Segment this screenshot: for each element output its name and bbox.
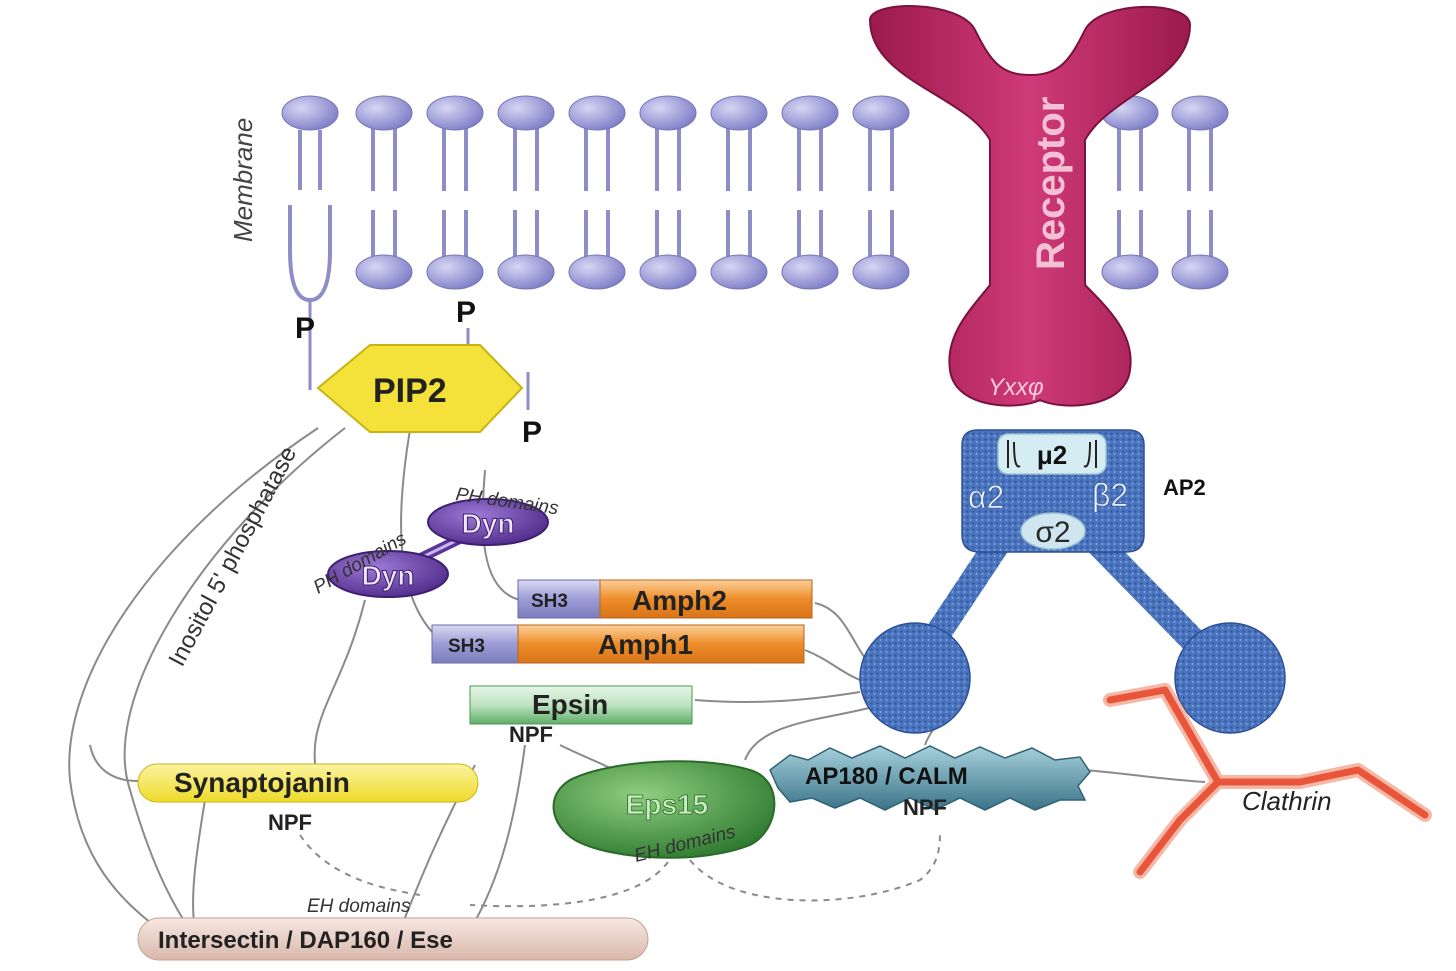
epsin-npf-label: NPF (509, 722, 553, 747)
eps15-blob: Eps15 (552, 760, 776, 859)
lipid-tail (655, 127, 681, 191)
eps15-label: Eps15 (626, 789, 709, 820)
epsin-bar: Epsin (469, 685, 693, 725)
lipid-head (426, 95, 484, 131)
lipid-head (710, 95, 768, 131)
ap2-complex: μ2 σ2 α2 β2 (859, 429, 1286, 734)
lipid-head (781, 254, 839, 290)
amph1-label: Amph1 (598, 629, 693, 660)
lipid-tail (797, 127, 823, 191)
synaptojanin-bar: Synaptojanin (137, 763, 479, 803)
lipid-tail (584, 127, 610, 191)
lipid-head (781, 95, 839, 131)
alpha2-label: α2 (968, 479, 1004, 515)
beta2-label: β2 (1092, 477, 1128, 513)
dashed-connectors (299, 829, 941, 908)
lipid-head (1171, 254, 1229, 290)
phosphate-label-1: P (295, 312, 315, 345)
phosphate-label-3: P (522, 416, 542, 449)
lipid-tail (868, 127, 894, 191)
amph1-sh3-label: SH3 (448, 636, 485, 657)
lipid-tail (868, 210, 894, 258)
amph1-bar: SH3 Amph1 (431, 624, 805, 664)
mu2-label: μ2 (1037, 440, 1067, 470)
intersectin-label: Intersectin / DAP160 / Ese (158, 927, 453, 954)
ap2-label: AP2 (1163, 475, 1206, 500)
lipid-tail (442, 127, 468, 191)
phosphate-label-2: P (456, 296, 476, 329)
lipid-head (852, 95, 910, 131)
lipid-tail (1117, 127, 1143, 191)
amph2-sh3-label: SH3 (531, 591, 568, 612)
lipid-tail (1187, 210, 1213, 258)
lipid-head (355, 254, 413, 290)
lipid-tail (513, 127, 539, 191)
synaptojanin-npf-label: NPF (268, 810, 312, 835)
lipid-tail (371, 127, 397, 191)
sigma2-label: σ2 (1035, 516, 1070, 549)
receptor-label: Receptor (1029, 97, 1073, 270)
ap180-calm: AP180 / CALM (769, 745, 1091, 811)
clathrin-triskelion (1103, 683, 1432, 879)
lipid-head (710, 254, 768, 290)
lipid-head (497, 254, 555, 290)
lipid-tail (797, 210, 823, 258)
lipid-head (281, 95, 339, 131)
epsin-label: Epsin (532, 689, 608, 720)
lipid-heads (281, 95, 1229, 290)
lipid-head (852, 254, 910, 290)
phosphatase-label: Inositol 5' phosphatase (163, 442, 302, 671)
receptor-motif: Yxxφ (988, 374, 1044, 401)
lipid-head (639, 95, 697, 131)
lipid-head (1101, 254, 1159, 290)
lipid-head (568, 254, 626, 290)
lipid-tail (655, 210, 681, 258)
lipid-head (426, 254, 484, 290)
dyn-label-bottom: Dyn (362, 560, 415, 591)
synaptojanin-label: Synaptojanin (174, 767, 350, 798)
pip2-label: PIP2 (373, 372, 447, 410)
lipid-tail (1117, 210, 1143, 258)
clathrin-label: Clathrin (1242, 786, 1332, 816)
intersectin-bar: Intersectin / DAP160 / Ese (137, 917, 649, 961)
lipid-tail (726, 127, 752, 191)
ap180-label: AP180 / CALM (805, 763, 968, 790)
lipid-tail (371, 210, 397, 258)
lipid-tail (1187, 127, 1213, 191)
dyn-label-top: Dyn (462, 508, 515, 539)
lipid-head (497, 95, 555, 131)
dyn-top: Dyn (427, 498, 549, 546)
lipid-head (568, 95, 626, 131)
membrane-label: Membrane (228, 118, 258, 242)
membrane-bilayer (281, 95, 1229, 390)
pip2-hexagon: PIP2 (316, 344, 524, 433)
lipid-tail (513, 210, 539, 258)
lipid-head (639, 254, 697, 290)
receptor: Receptor Yxxφ (868, 5, 1192, 407)
amph2-label: Amph2 (632, 585, 727, 616)
lipid-tail (442, 210, 468, 258)
lipid-tail (726, 210, 752, 258)
lipid-tail (584, 210, 610, 258)
dyn-bottom: Dyn (327, 550, 449, 598)
intersectin-eh-domains-label: EH domains (307, 896, 411, 917)
ap180-npf-label: NPF (903, 795, 947, 820)
amph2-bar: SH3 Amph2 (517, 579, 813, 619)
lipid-head (1171, 95, 1229, 131)
lipid-head (355, 95, 413, 131)
